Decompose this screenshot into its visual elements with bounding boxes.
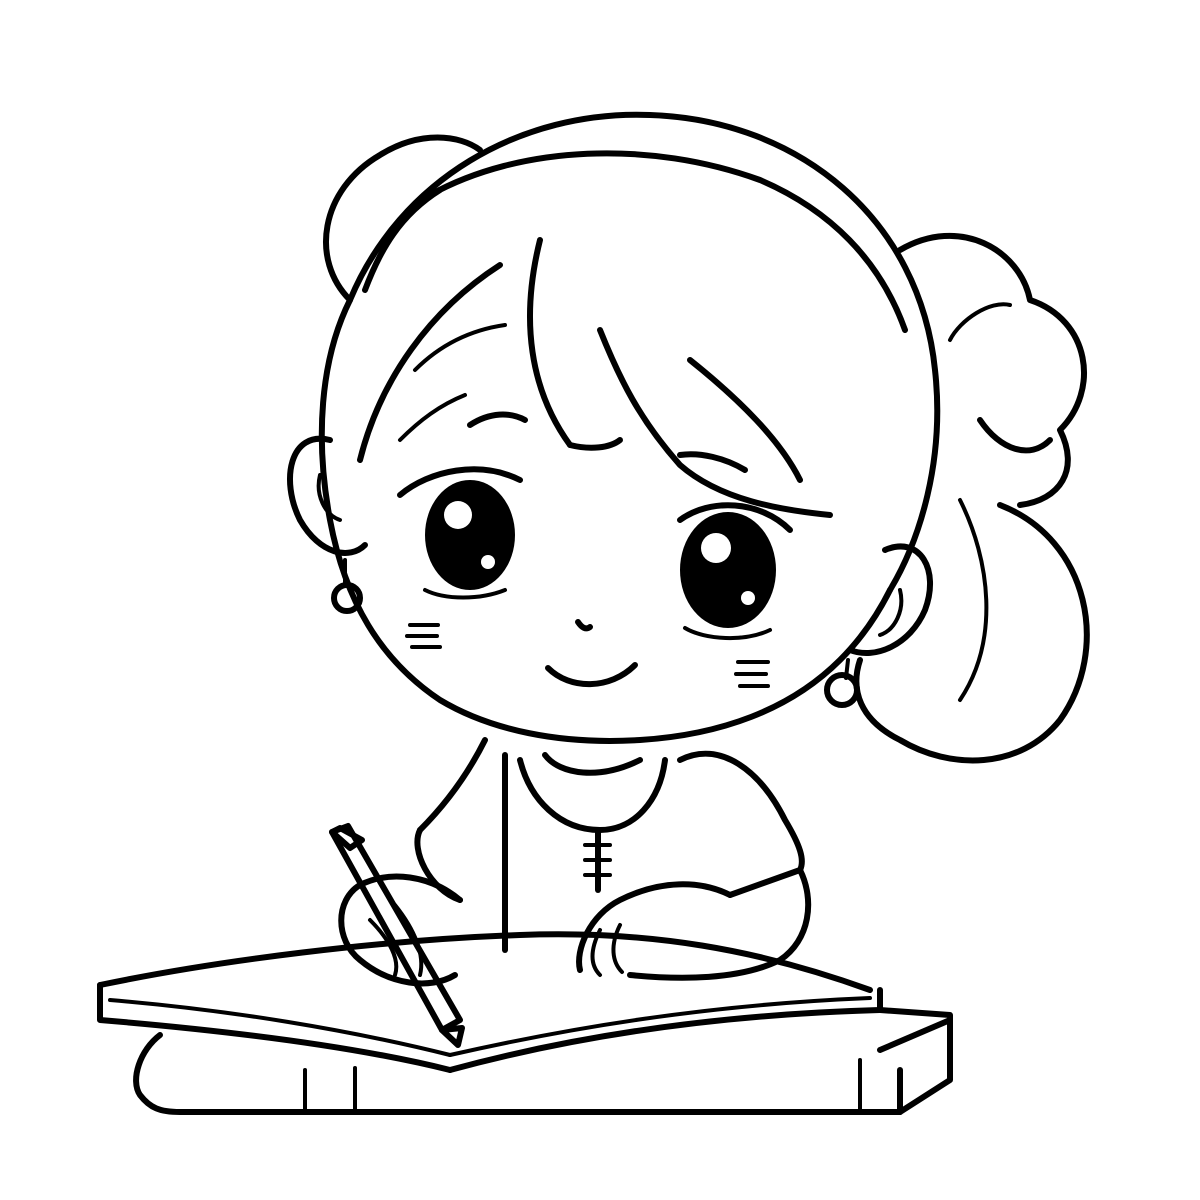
nose [575,619,593,632]
head [318,111,941,744]
hair-bun [853,232,1090,764]
left-ear [287,435,368,556]
desk [133,1007,953,1115]
eyebrows [467,411,748,473]
open-book [97,931,883,1073]
right-earring [824,658,860,708]
blush-marks [405,623,770,688]
body [414,737,668,953]
right-ear [847,543,933,657]
right-sleeve [677,750,805,898]
left-eye [397,466,523,600]
left-earring [331,558,363,614]
hair-bow [323,134,483,303]
right-eye [677,502,793,640]
pencil-icon [329,823,465,1048]
bangs [357,237,833,518]
mouth [545,662,638,688]
